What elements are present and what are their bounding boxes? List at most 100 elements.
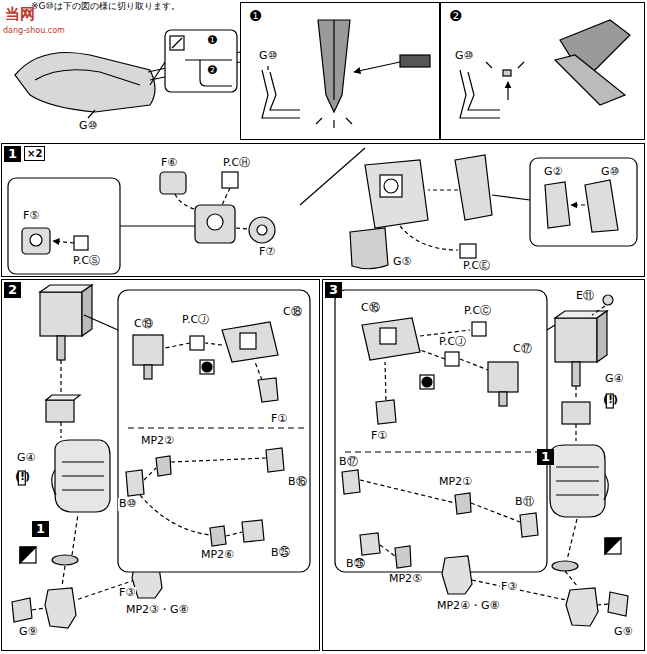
part-label: F① [270,413,288,426]
step2-art-shape [202,362,212,372]
cut-guide-art-shape [507,82,508,100]
step2-art-shape [12,598,32,622]
step1-art-shape [460,244,476,258]
part-label: P.CⓈ [72,255,101,268]
step-panel: 21 [1,279,320,651]
step-number: 2 [4,282,21,298]
step3-art-shape [385,330,488,400]
step3-art-shape [420,375,434,389]
part-label: MP2④・G⑧ [436,600,500,613]
part-label: G⑩ [454,50,474,63]
step2-art [12,285,310,628]
callout-number: ❷ [206,64,219,78]
step2-art-shape [52,555,78,565]
step3-art-shape [556,467,608,500]
step2-art-shape [45,588,76,628]
step2-art-shape [52,462,104,495]
watermark: 当网 [4,6,36,23]
step1-art-shape [74,236,88,250]
step1-art-shape [8,178,120,274]
step1-art-shape [175,188,248,229]
step1-art-shape [195,205,235,243]
part-label: MP2③・G⑧ [125,604,189,617]
step3-art-shape [605,538,621,554]
step1-art-shape [30,234,42,246]
step1-art-shape [455,155,492,220]
step-frame: ❷ [440,2,645,140]
step1-art-shape [585,180,618,232]
step-number: 3 [325,282,342,298]
cut-guide-art-shape [165,30,237,92]
step2-art-shape [240,333,256,349]
cut-guide-art-shape [262,70,300,118]
part-label: F① [370,430,388,443]
step1-art-shape [300,148,365,205]
part-label: G⑤ [392,256,412,269]
part-label: MP2① [438,476,473,489]
cut-guide-art-shape [354,62,400,72]
step2-art-shape [200,360,214,374]
step3-art-shape [603,295,613,305]
step1-art-shape [492,195,530,200]
step3-art-shape [488,362,518,392]
part-label: C⑯ [360,302,381,315]
cut-guide-art [15,20,630,128]
step-ref-badge: 1 [32,521,49,537]
part-label: B⑩ [118,498,137,511]
step3-art-shape [597,311,607,362]
step3-art-shape [360,533,380,555]
watermark: dang-shou.com [2,26,66,35]
step2-art-shape [222,322,278,362]
step2-art-shape [40,292,82,336]
step1-art-shape [222,172,238,188]
part-label: B㉖ [345,558,366,571]
step2-art-shape [190,336,204,350]
step2-art-shape [140,458,266,536]
step3-art-shape [376,400,396,424]
step2-art-shape [20,547,36,563]
step3-art-shape [345,451,540,452]
step3-art-shape [342,470,360,494]
part-label: F⑦ [258,246,276,259]
step2-art-shape [133,335,163,365]
cut-guide-art-shape [170,36,184,50]
step-number: 1 [36,521,45,536]
step-number: ❷ [449,7,462,25]
step3-art-shape [445,352,459,366]
step1-art-shape [207,214,223,230]
caution-mark: (!) [14,471,31,484]
step3-art-shape [360,480,520,556]
step1-art-shape [571,204,585,205]
step2-art-shape [156,456,171,476]
step3-art-shape [380,328,396,344]
quantity-mark: ×2 [24,146,45,161]
callout-number: ❶ [206,34,219,48]
step2-art-shape [57,336,65,360]
step1-art-shape [120,225,195,226]
cut-guide-art-shape [333,20,334,100]
step2-art-shape [144,365,152,379]
step1-art-shape [365,160,428,228]
step1-art-shape [545,182,570,228]
part-label: G⑨ [18,626,38,639]
step1-art-shape [22,228,50,254]
step1-art-shape [53,241,74,243]
cut-guide-art-shape [400,55,430,67]
part-label: C⑱ [282,306,303,319]
step3-art-shape [472,322,486,336]
step3-art [335,290,628,626]
note-text: ※G⑩は下の図の様に切り取ります。 [30,1,181,11]
step2-art-shape [266,448,284,472]
step-panel: 31 [322,279,645,651]
part-label: C⑲ [133,318,154,331]
step3-art-shape [555,318,597,362]
cut-guide-art-shape [88,110,95,118]
cut-guide-art-shape [172,38,182,48]
part-label: C⑰ [512,343,533,356]
step-number: 1 [4,146,21,162]
cut-guide-art-shape [460,70,500,118]
step3-art-shape [547,325,555,330]
part-label: P.CⒿ [181,314,210,327]
part-label: B㉕ [270,547,291,560]
step2-art-shape [126,470,144,496]
